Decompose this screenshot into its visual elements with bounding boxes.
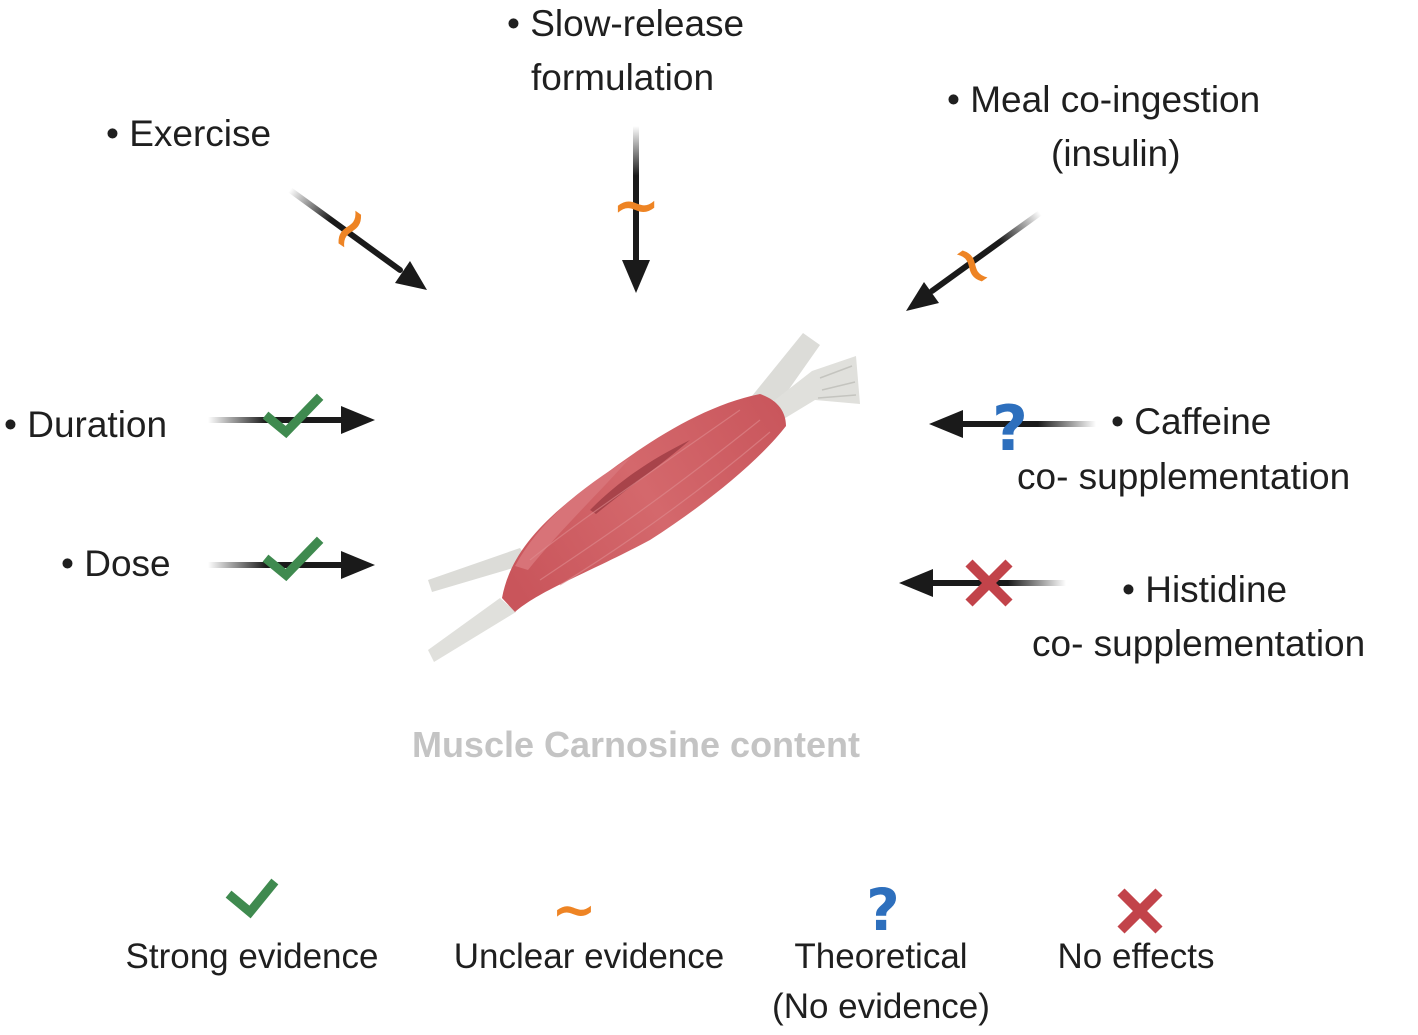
question-icon: ?: [866, 876, 900, 944]
label-caffeine-1: • Caffeine: [1111, 401, 1271, 442]
tilde-icon: ~: [551, 878, 596, 941]
arrow-exercise: [287, 187, 427, 290]
legend: Strong evidence ~ Unclear evidence ? The…: [126, 876, 1215, 1026]
legend-theoretical-line1: Theoretical: [794, 937, 967, 976]
label-meal-1: • Meal co-ingestion: [947, 79, 1260, 120]
check-icon: [262, 393, 324, 439]
label-slow-release-1: • Slow-release: [507, 3, 744, 44]
legend-none-label: No effects: [1058, 937, 1215, 976]
arrow-histidine: [899, 569, 1066, 597]
label-slow-release-2: formulation: [531, 57, 714, 98]
label-caffeine-2: co- supplementation: [1017, 456, 1350, 497]
arrow-caffeine: [929, 410, 1096, 438]
check-icon: [262, 536, 324, 582]
muscle-illustration: [428, 333, 860, 662]
label-duration: • Duration: [4, 404, 167, 445]
arrow-meal: [906, 210, 1043, 311]
tilde-icon: ~: [612, 171, 661, 239]
label-dose: • Dose: [61, 543, 171, 584]
arrow-slow-release: [622, 126, 650, 293]
legend-unclear-label: Unclear evidence: [454, 937, 724, 976]
label-histidine-1: • Histidine: [1122, 569, 1287, 610]
label-exercise: • Exercise: [106, 113, 271, 154]
center-label: Muscle Carnosine content: [412, 724, 860, 765]
legend-theoretical-line2: (No evidence): [772, 987, 990, 1026]
tendon-lower-front: [428, 598, 516, 662]
label-histidine-2: co- supplementation: [1032, 623, 1365, 664]
check-icon: [225, 878, 279, 919]
legend-strong-label: Strong evidence: [126, 937, 379, 976]
tendon-lower-back: [428, 548, 530, 592]
cross-icon: [1117, 888, 1163, 934]
cross-icon: [965, 559, 1013, 607]
label-meal-2: (insulin): [1051, 133, 1181, 174]
muscle-belly: [502, 394, 786, 612]
question-icon: ?: [992, 392, 1028, 465]
tendon-upper-back: [752, 333, 820, 402]
